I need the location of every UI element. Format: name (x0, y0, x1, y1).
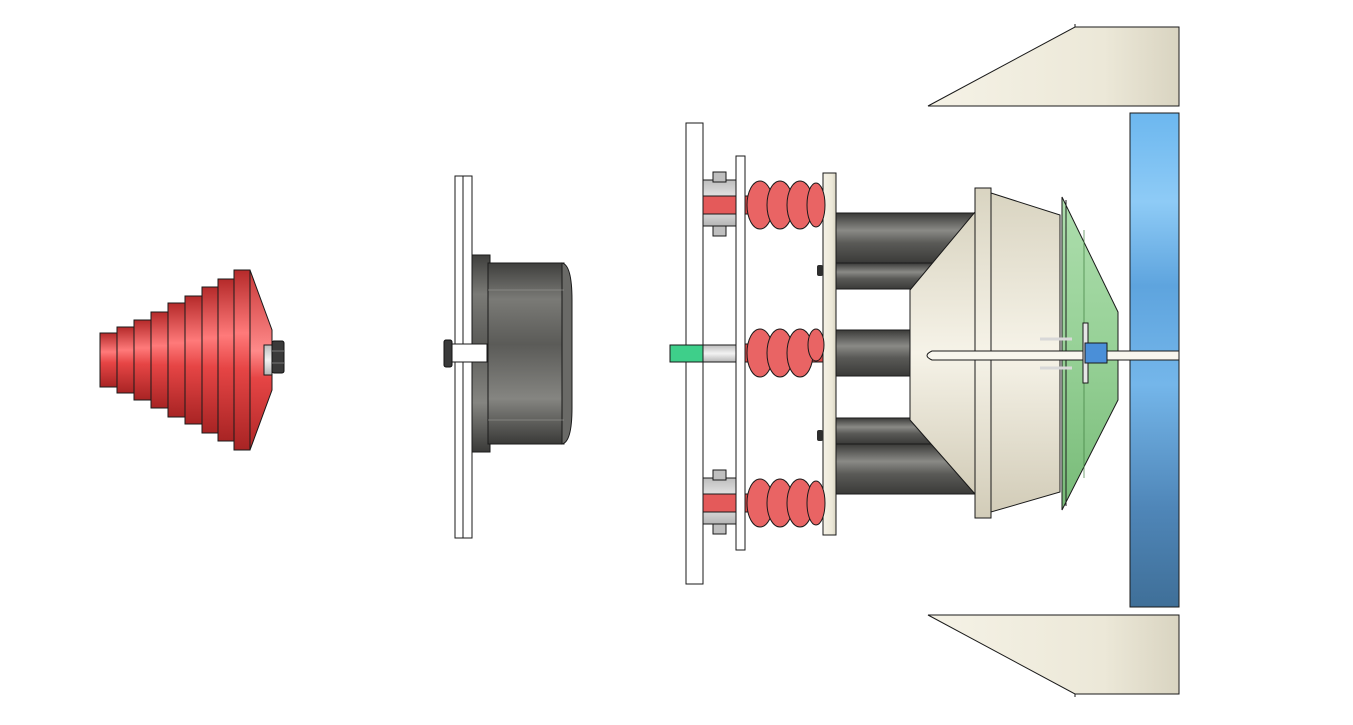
motor-flange-drum (443, 175, 573, 539)
clutch-screw (817, 430, 823, 441)
spring-bottom (702, 469, 826, 535)
pulley-bolt-washer (263, 344, 273, 376)
spring-clutch-assembly (669, 122, 837, 585)
tapered-frame-brackets (927, 24, 1180, 697)
drum-rim (561, 262, 573, 445)
drum-bolt-head (443, 339, 453, 368)
pulley-nut (271, 340, 285, 374)
blue-bracket (1084, 342, 1108, 364)
spring-middle (669, 328, 825, 378)
frame-bracket-top (927, 26, 1180, 107)
drum-shaft-key (450, 343, 488, 363)
clutch-screw (817, 265, 823, 276)
clutch-mid-plate (735, 155, 746, 551)
clutch-front-plate (822, 172, 837, 536)
stepped-cone-pulley (99, 269, 285, 451)
pulley-step (99, 269, 251, 451)
frame-bracket-bottom (927, 614, 1180, 695)
axial-pin (926, 322, 1180, 384)
drum-body (487, 262, 565, 445)
spring-top (702, 171, 826, 237)
pulley-cone-tip (249, 269, 273, 451)
